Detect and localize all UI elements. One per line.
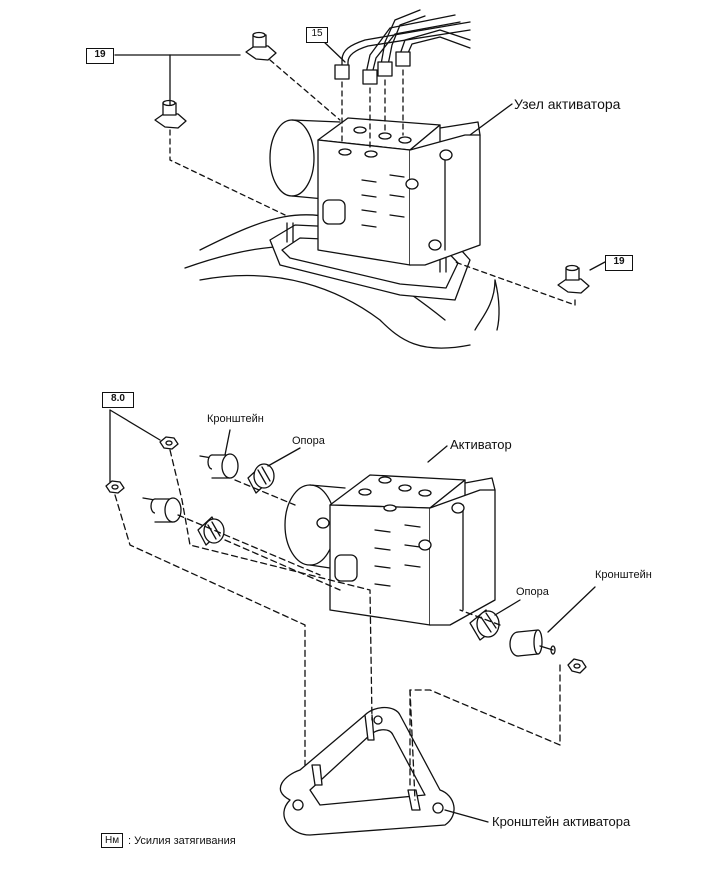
label-actuator: Активатор: [450, 437, 512, 452]
torque-leader-lines: [114, 39, 606, 271]
bottom-dashed-guides: [114, 449, 561, 801]
torque-box-bracket-nuts: 8.0: [102, 392, 134, 408]
nut-right: [557, 264, 590, 294]
pipe-dashed-guides: [341, 69, 404, 149]
torque-box-nut-right: 19: [605, 255, 633, 271]
torque-leader-lines-bottom: [109, 409, 161, 483]
label-bracket-right: Кронштейн: [595, 569, 652, 581]
label-leader-lines-top: [469, 103, 513, 136]
torque-box-nut-top-left: 19: [86, 48, 114, 64]
legend-unit-box: Нм: [101, 833, 124, 848]
label-leader-lines-bottom: [224, 429, 596, 823]
support-left-lower: [197, 516, 225, 546]
bracket-right: [509, 629, 556, 657]
nut-dashed-guides: [169, 59, 576, 306]
label-bracket-left: Кронштейн: [207, 413, 264, 425]
nut-top-middle: [154, 99, 187, 129]
actuator-bottom: [284, 474, 496, 626]
brake-pipes: [334, 9, 471, 85]
actuator-assembly-top: [269, 117, 481, 266]
support-left-upper: [247, 463, 275, 494]
label-support-left: Опора: [292, 435, 325, 447]
nut-small-left-upper: [159, 436, 179, 450]
torque-box-pipe-flare: 15: [306, 27, 328, 43]
bracket-left-lower: [142, 497, 182, 523]
bracket-left-upper: [199, 453, 239, 479]
label-actuator-bracket: Кронштейн активатора: [492, 814, 631, 829]
legend-description: : Усилия затягивания: [128, 835, 236, 847]
actuator-bracket: [279, 706, 455, 836]
support-right: [469, 609, 500, 641]
nut-top-left: [245, 31, 277, 61]
label-support-right: Опора: [516, 586, 549, 598]
nut-small-right: [567, 658, 587, 674]
nut-small-left-lower: [105, 480, 125, 494]
label-actuator-assembly: Узел активатора: [514, 96, 621, 112]
